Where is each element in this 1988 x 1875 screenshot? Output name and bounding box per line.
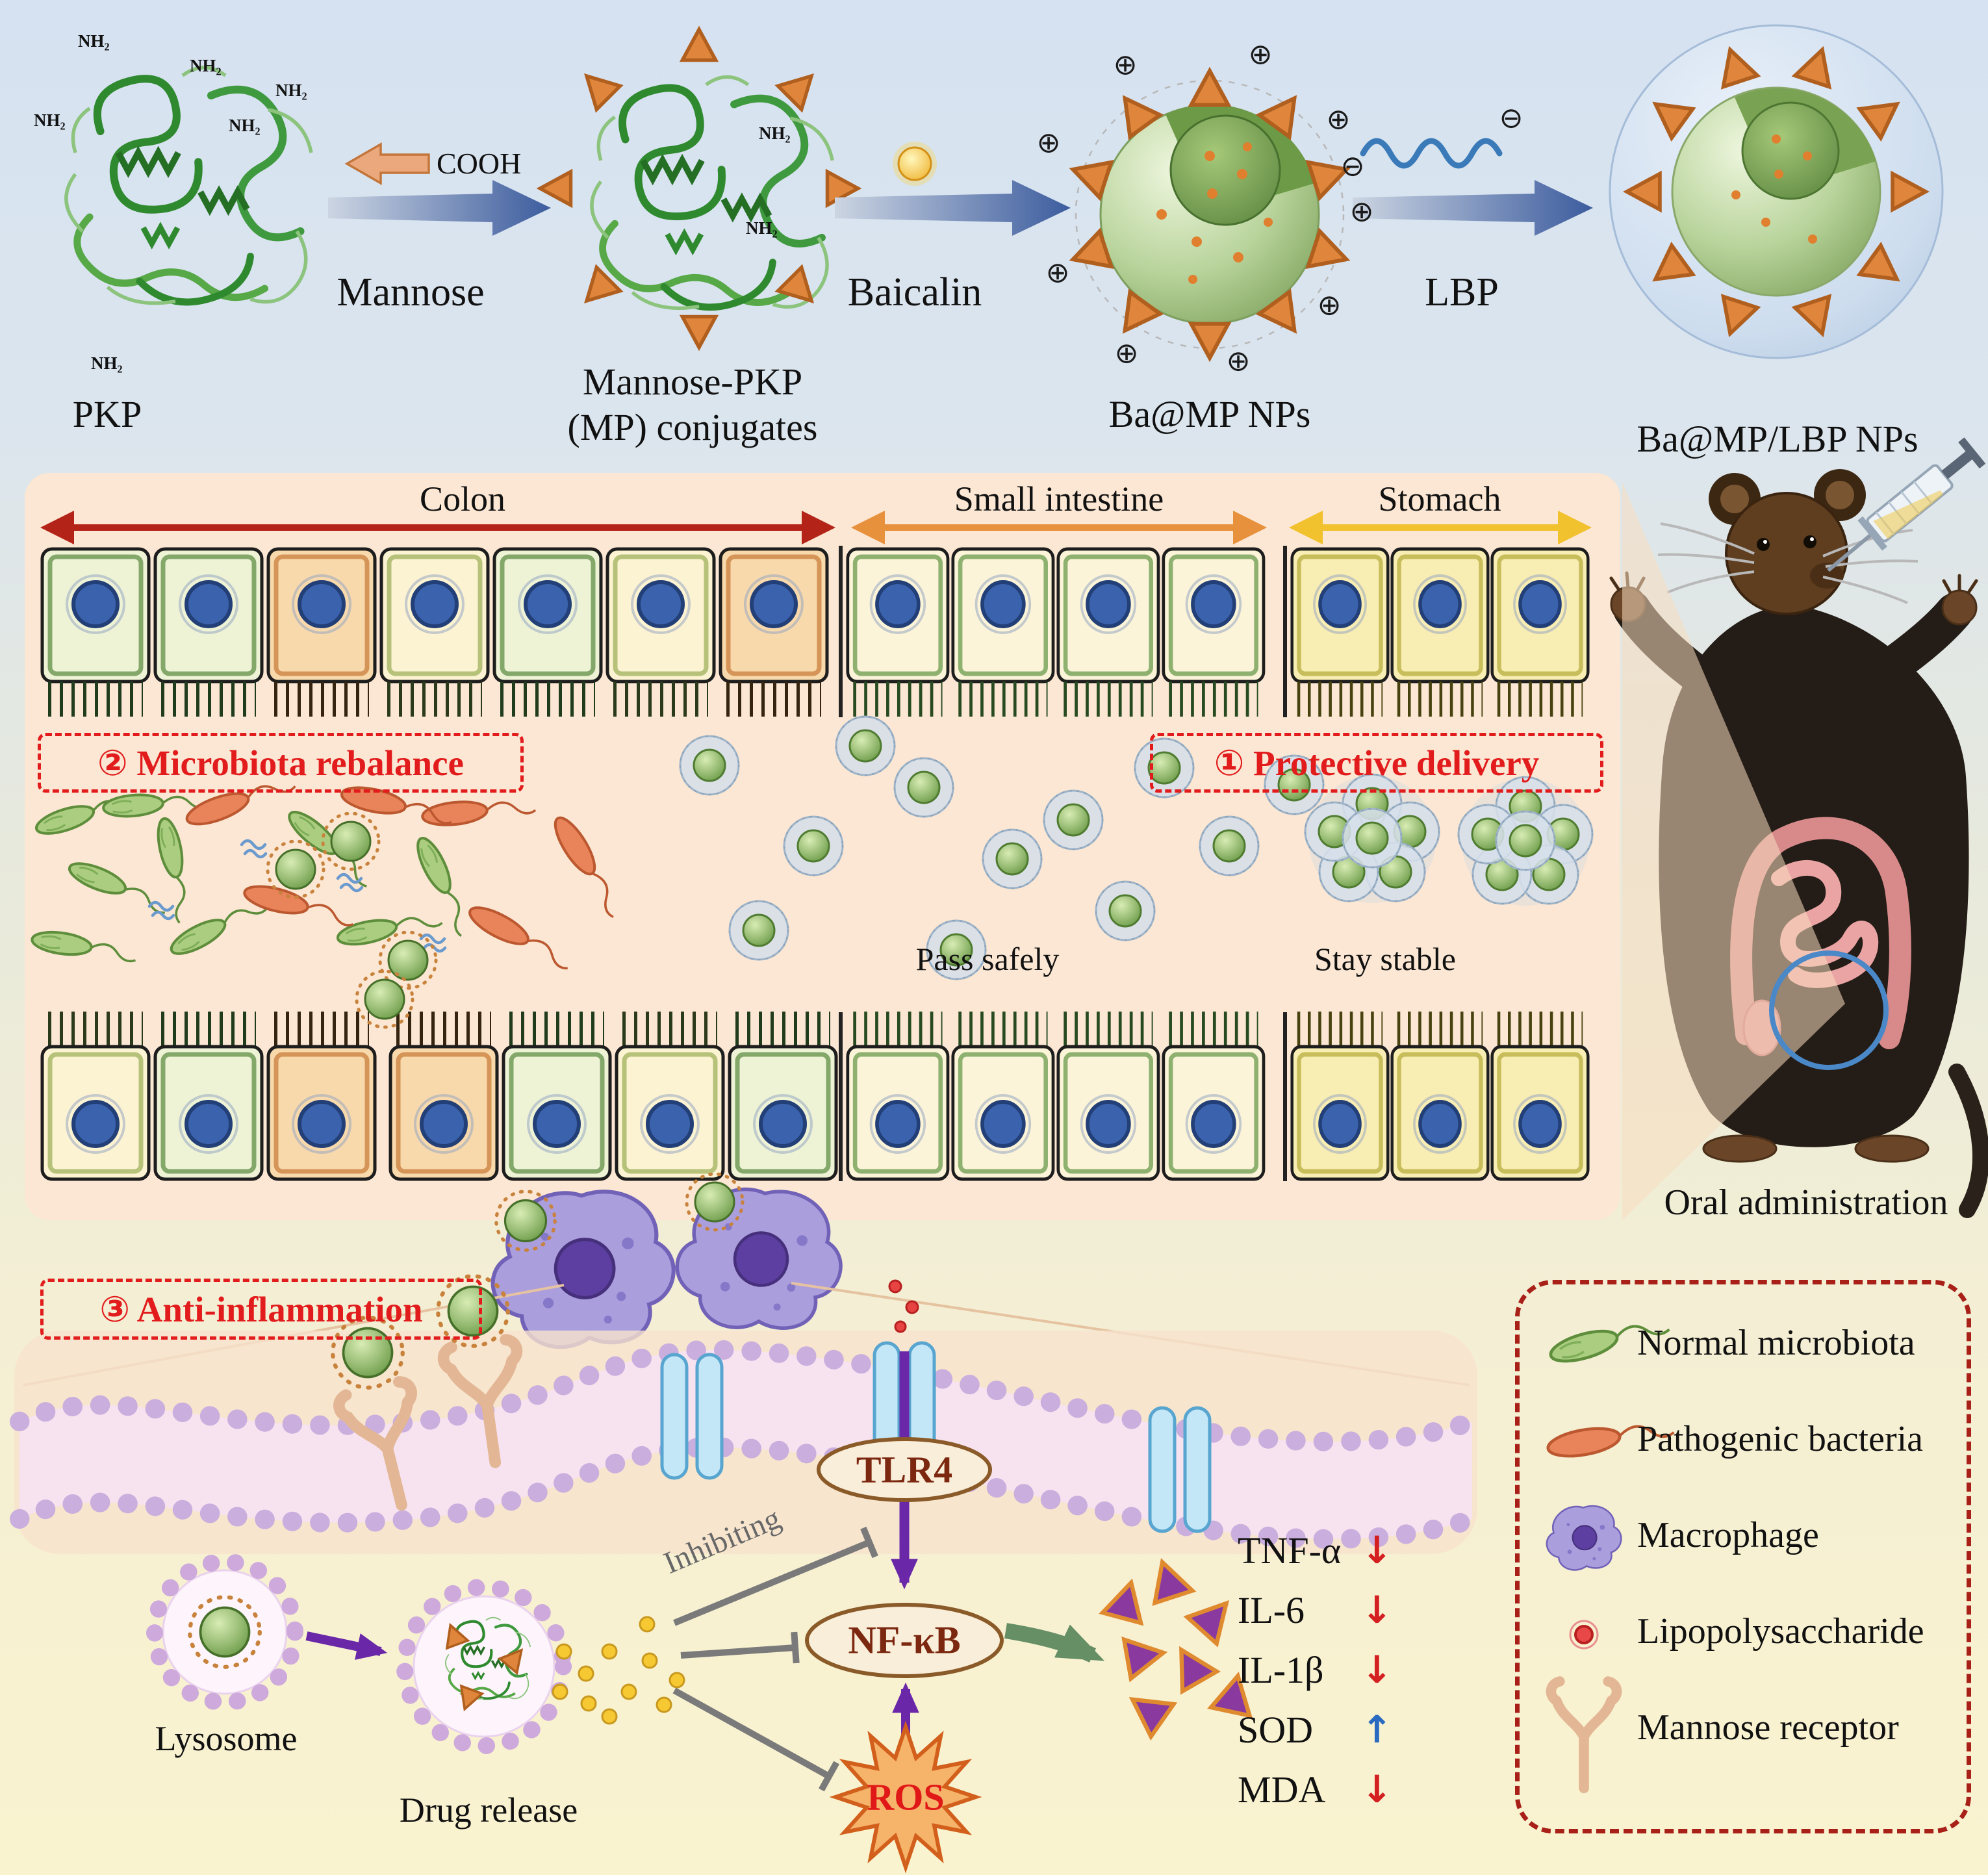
mannose-label: Mannose: [337, 270, 485, 314]
protein-mp-conjugate: [540, 29, 858, 347]
tlr4-oval: [817, 1437, 992, 1502]
bamplbp-label: Ba@MP/LBP NPs: [1637, 418, 1918, 460]
plus-charge-icon: ⊕: [1045, 256, 1070, 290]
secretion-arrow: [1004, 1623, 1105, 1663]
bamp-label: Ba@MP NPs: [1108, 393, 1311, 435]
arrow-mannose: [328, 142, 551, 236]
legend-item-pathogenic-bacteria: Pathogenic bacteria: [1637, 1419, 1924, 1459]
nfkb-label: NF-κB: [848, 1618, 961, 1662]
nh2-label: NH₂: [190, 56, 222, 75]
nh2-label: NH₂: [78, 31, 110, 51]
minus-charge-icon: ⊖: [1340, 149, 1365, 183]
plus-charge-icon: ⊕: [1317, 288, 1342, 322]
cytokine-triangles: [1102, 1556, 1257, 1737]
nh2-label: NH₂: [34, 110, 66, 130]
baicalin-label: Baicalin: [847, 270, 982, 314]
legend-item-mannose-receptor: Mannose receptor: [1637, 1707, 1899, 1748]
region-label-colon: Colon: [419, 479, 506, 518]
nh2-label: NH₂: [759, 123, 791, 143]
lbp-label: LBP: [1425, 270, 1499, 314]
legend-icons: [1546, 1311, 1676, 1789]
epithelium-bottom-row: [42, 971, 1588, 1181]
lps-icon: [1569, 1620, 1599, 1650]
marker-name: TNF-α: [1238, 1529, 1342, 1572]
protein-pkp: [66, 68, 311, 303]
nh2-label: NH₂: [275, 81, 307, 100]
plus-charge-icon: ⊕: [1114, 337, 1139, 370]
legend-box: [1515, 1280, 1971, 1833]
marker-arrow: ↓: [1361, 1648, 1393, 1692]
plus-charge-icon: ⊕: [1113, 48, 1138, 82]
region-label-small-intestine: Small intestine: [954, 479, 1164, 518]
epithelium-top-row: [42, 546, 1588, 717]
marker-row-mda: MDA ↓: [1238, 1767, 1393, 1811]
tlr4-label: TLR4: [856, 1448, 953, 1491]
pass-safely-label: Pass safely: [915, 941, 1060, 977]
syringe-icon: [1827, 437, 1986, 572]
marker-arrow: ↓: [1361, 1528, 1393, 1572]
step1-protective-delivery: ① Protective delivery: [1150, 733, 1603, 793]
mp-label-line2: (MP) conjugates: [567, 406, 818, 448]
arrow-baicalin: [835, 142, 1071, 236]
legend-item-normal-microbiota: Normal microbiota: [1637, 1323, 1915, 1363]
pkp-label: PKP: [72, 393, 142, 435]
colon-range-arrow: [40, 511, 835, 544]
mouse-tail: [1948, 1064, 1988, 1218]
release-vesicle: [396, 1579, 572, 1754]
stomach-range-arrow: [1289, 511, 1592, 544]
legend-item-macrophage: Macrophage: [1637, 1515, 1819, 1555]
nh2-label: NH₂: [746, 218, 778, 238]
drug-release-label: Drug release: [399, 1791, 578, 1830]
region-label-stomach: Stomach: [1378, 479, 1501, 518]
nanoparticle-bamp: [1067, 71, 1352, 358]
inhibition-lines: [672, 1526, 878, 1792]
marker-name: IL-1β: [1238, 1649, 1324, 1691]
plus-charge-icon: ⊕: [1036, 126, 1061, 160]
arrow-lbp: [1353, 138, 1593, 236]
plus-charge-icon: ⊕: [1248, 38, 1273, 71]
np-cluster: [1304, 773, 1440, 903]
marker-row-il1b: IL-1β ↓: [1238, 1648, 1393, 1692]
focus-circle: [1769, 950, 1889, 1070]
cell-membrane: [10, 1276, 1482, 1549]
marker-arrow: ↑: [1361, 1707, 1393, 1752]
marker-arrow: ↓: [1361, 1767, 1393, 1811]
mp-label-line1: Mannose-PKP: [582, 361, 803, 403]
np-cluster: [1457, 776, 1594, 906]
lysosome-label: Lysosome: [155, 1719, 298, 1758]
released-drug-dots: [552, 1616, 685, 1725]
step2-microbiota-rebalance: ② Microbiota rebalance: [38, 733, 524, 793]
marker-row-tnf: TNF-α ↓: [1238, 1528, 1393, 1572]
marker-name: MDA: [1238, 1768, 1326, 1811]
lumen-nanoparticles: [679, 715, 1594, 980]
marker-name: SOD: [1238, 1709, 1314, 1751]
lysosome: [146, 1553, 303, 1711]
cooh-arrow-icon: [344, 142, 430, 186]
minus-charge-icon: ⊖: [1499, 101, 1523, 135]
lbp-polymer-icon: [1360, 138, 1503, 169]
stay-stable-label: Stay stable: [1314, 941, 1457, 977]
plus-charge-icon: ⊕: [1349, 195, 1374, 229]
ros-star: [829, 1720, 982, 1874]
ros-label: ROS: [867, 1776, 945, 1818]
nfkb-oval: [805, 1603, 1004, 1678]
nanoparticle-bamplbp: [1609, 24, 1944, 359]
legend-item-lipopolysaccharide: Lipopolysaccharide: [1637, 1611, 1924, 1652]
magnifier-beam: [1622, 482, 1845, 1220]
lps-dots: [888, 1279, 919, 1333]
oral-administration-label: Oral administration: [1664, 1182, 1948, 1223]
plus-charge-icon: ⊕: [1326, 103, 1351, 136]
nh2-label: NH₂: [91, 353, 123, 373]
lysosome-arrow: [305, 1631, 388, 1660]
small-intestine-range-arrow: [851, 511, 1267, 544]
nh2-label: NH₂: [229, 116, 261, 135]
marker-row-il6: IL-6 ↓: [1238, 1588, 1393, 1632]
marker-arrow: ↓: [1361, 1588, 1393, 1632]
step3-anti-inflammation: ③ Anti-inflammation: [40, 1279, 482, 1340]
marker-row-sod: SOD ↑: [1238, 1707, 1393, 1752]
plus-charge-icon: ⊕: [1226, 344, 1251, 378]
cooh-label: COOH: [437, 147, 522, 180]
marker-name: IL-6: [1238, 1589, 1305, 1631]
